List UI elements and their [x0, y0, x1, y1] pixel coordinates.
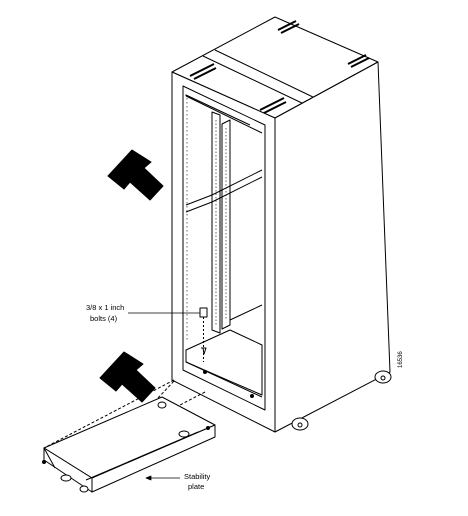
arrow-left-down-icon [107, 149, 164, 201]
bolt [199, 307, 208, 362]
plate-callout-line1: Stability [184, 472, 211, 481]
stability-plate [42, 396, 216, 493]
equipment-rack [171, 16, 392, 433]
callout-leaders [128, 312, 200, 481]
plate-callout-line2: plate [188, 482, 205, 491]
top-vent [189, 20, 370, 114]
rail-holes [186, 98, 227, 340]
figure-number: 16536 [398, 351, 404, 368]
caster [291, 370, 392, 431]
bolts-callout-line2: bolts (4) [90, 314, 118, 323]
arrow-left-down-icon [99, 351, 156, 403]
bolts-callout-line1: 3/8 x 1 inch [86, 303, 125, 312]
